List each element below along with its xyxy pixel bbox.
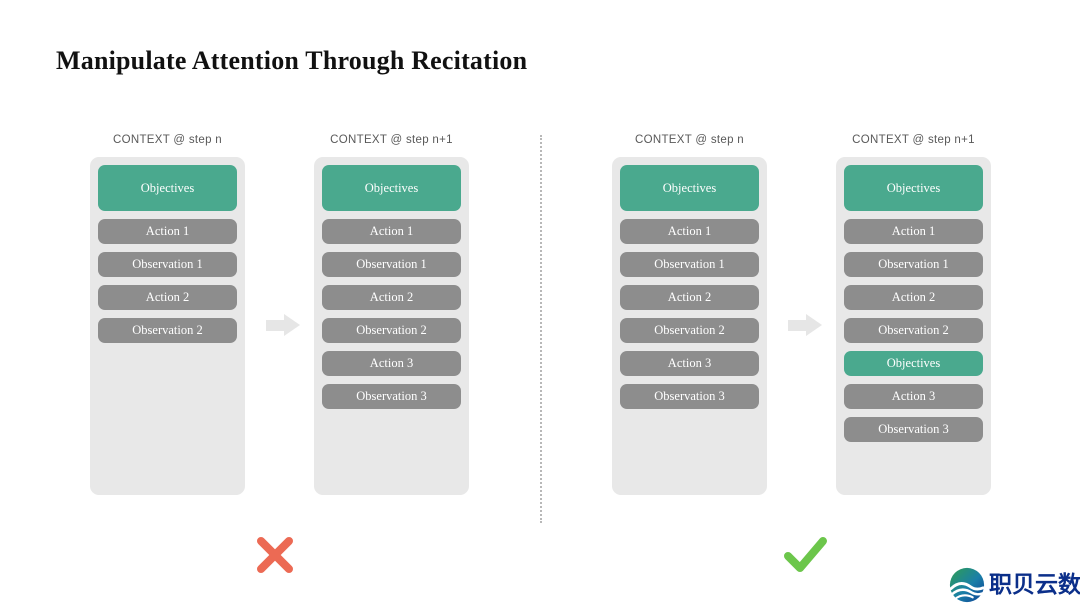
- group-divider: [540, 135, 542, 523]
- page-title: Manipulate Attention Through Recitation: [56, 46, 528, 75]
- context-block-step: Observation 3: [322, 384, 461, 409]
- context-block-step: Observation 2: [620, 318, 759, 343]
- context-block-step: Action 3: [844, 384, 983, 409]
- column-header: CONTEXT @ step n: [113, 134, 222, 146]
- column-header: CONTEXT @ step n+1: [330, 134, 453, 146]
- context-block-objective: Objectives: [620, 165, 759, 211]
- brand-logo: 职贝云数: [948, 564, 1080, 606]
- context-block-objective: Objectives: [98, 165, 237, 211]
- context-block-step: Action 1: [322, 219, 461, 244]
- context-block-step: Action 3: [322, 351, 461, 376]
- column-header: CONTEXT @ step n: [635, 134, 744, 146]
- context-block-step: Observation 2: [322, 318, 461, 343]
- verdict-cross: [245, 525, 305, 585]
- context-block-step: Observation 1: [322, 252, 461, 277]
- arrow-head: [284, 314, 300, 336]
- context-block-step: Observation 1: [620, 252, 759, 277]
- context-block-step: Action 1: [844, 219, 983, 244]
- context-block-objective: Objectives: [844, 165, 983, 211]
- check-icon: [784, 537, 827, 572]
- context-block-step: Action 2: [844, 285, 983, 310]
- context-block-step: Action 2: [322, 285, 461, 310]
- arrow-right-icon: [788, 314, 822, 336]
- context-block-step: Observation 2: [844, 318, 983, 343]
- arrow-head: [806, 314, 822, 336]
- wave-circle-logo-icon: [949, 567, 985, 603]
- arrow-right-icon: [266, 314, 300, 336]
- context-block-step: Observation 2: [98, 318, 237, 343]
- context-block-step: Action 1: [620, 219, 759, 244]
- cross-icon: [257, 537, 293, 573]
- arrow-shaft: [266, 320, 287, 331]
- context-block-step: Action 1: [98, 219, 237, 244]
- context-block-step: Observation 1: [98, 252, 237, 277]
- context-block-step: Action 2: [98, 285, 237, 310]
- context-block-objective: Objectives: [322, 165, 461, 211]
- context-block-step: Observation 3: [844, 417, 983, 442]
- context-block-step: Action 3: [620, 351, 759, 376]
- column-header: CONTEXT @ step n+1: [852, 134, 975, 146]
- logo-text: 职贝云数: [989, 572, 1080, 598]
- context-block-objective: Objectives: [844, 351, 983, 376]
- verdict-check: [775, 524, 835, 584]
- context-block-step: Observation 3: [620, 384, 759, 409]
- context-block-step: Action 2: [620, 285, 759, 310]
- context-block-step: Observation 1: [844, 252, 983, 277]
- arrow-shaft: [788, 320, 809, 331]
